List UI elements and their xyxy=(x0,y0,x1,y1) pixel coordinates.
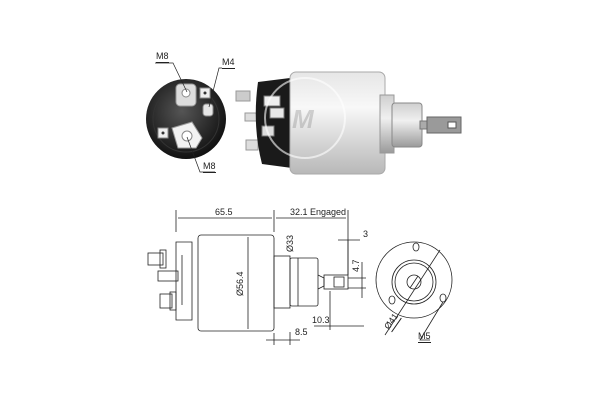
end-view-drawing xyxy=(375,241,453,341)
dim-body-diameter: Ø56.4 xyxy=(235,271,245,296)
end-view-photo xyxy=(146,62,226,173)
side-view-drawing xyxy=(147,210,366,345)
dim-thread: M5 xyxy=(418,331,431,343)
label-m8-top: M8 xyxy=(156,51,169,63)
dim-flange-offset: 8.5 xyxy=(295,327,308,337)
label-m8-bottom: M8 xyxy=(203,161,216,173)
dim-body-length: 65.5 xyxy=(215,207,233,217)
side-view-photo: M xyxy=(235,71,462,175)
dim-tab-hole: 4.7 xyxy=(351,259,361,272)
dim-tab-length: 10.3 xyxy=(312,315,330,325)
dim-tab-thickness: 3 xyxy=(363,229,369,239)
svg-text:M: M xyxy=(292,104,315,134)
dim-nose-diameter: Ø33 xyxy=(285,234,295,252)
label-m4: M4 xyxy=(222,57,235,69)
dim-stroke: 32.1 Engaged xyxy=(290,207,347,217)
